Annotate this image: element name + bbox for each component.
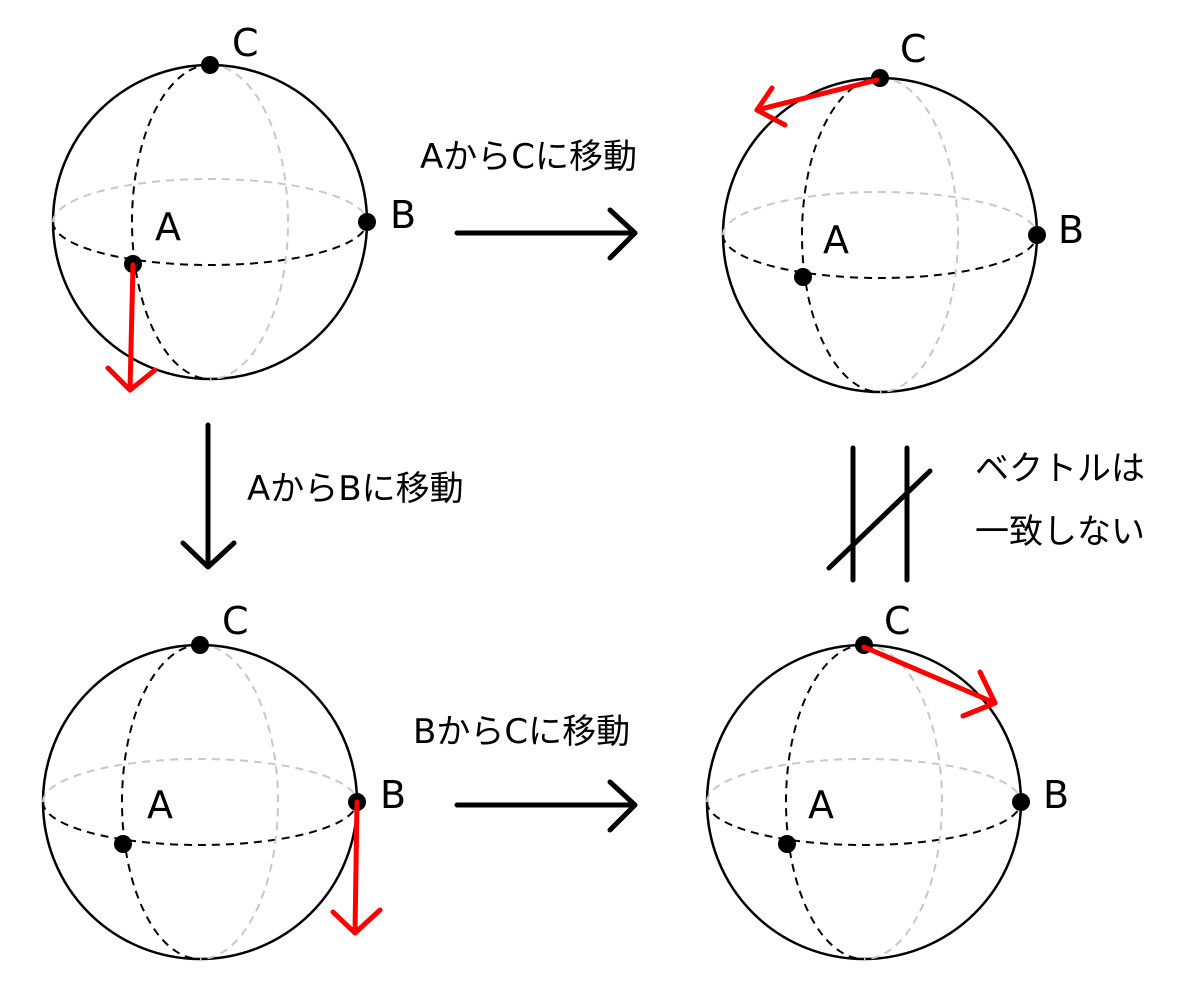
point-label-b: B [380, 773, 406, 817]
transition-a-to-b: AからBに移動 [180, 422, 464, 570]
caption-a-to-c: AからCに移動 [420, 137, 637, 177]
sphere-start: C A B [51, 21, 416, 393]
right-arrow-icon [454, 779, 638, 833]
caption-a-to-b: AからBに移動 [247, 469, 464, 509]
point-label-c: C [232, 21, 259, 65]
not-parallel-icon [826, 445, 933, 583]
caption-not-match-line1: ベクトルは [975, 449, 1145, 489]
vector-arrow [754, 77, 880, 128]
right-arrow-icon [454, 207, 638, 261]
vector-arrow [105, 262, 158, 393]
point-label-a: A [808, 783, 834, 827]
point-label-b: B [1058, 208, 1084, 252]
down-arrow-icon [180, 422, 237, 570]
point-label-b: B [1043, 773, 1069, 817]
transition-b-to-c: BからCに移動 [413, 712, 638, 833]
vector-arrow [861, 644, 998, 719]
point-label-b: B [390, 193, 416, 237]
sphere-b-to-c: C A B [705, 599, 1069, 961]
not-parallel-symbol: ベクトルは 一致しない [826, 445, 1145, 583]
point-label-a: A [155, 205, 181, 249]
sphere-shape [705, 634, 1032, 961]
caption-b-to-c: BからCに移動 [413, 712, 630, 752]
sphere-shape [41, 634, 368, 961]
point-label-c: C [222, 599, 249, 643]
transition-a-to-c: AからCに移動 [420, 137, 638, 261]
sphere-a-to-b: C A B [41, 599, 406, 961]
sphere-shape [51, 54, 378, 381]
sphere-a-to-c: C A B [721, 27, 1084, 394]
point-label-c: C [884, 599, 911, 643]
point-label-c: C [900, 27, 927, 71]
point-label-a: A [147, 783, 173, 827]
vector-arrow [330, 799, 383, 936]
point-label-a: A [823, 218, 849, 262]
caption-not-match-line2: 一致しない [975, 512, 1145, 552]
